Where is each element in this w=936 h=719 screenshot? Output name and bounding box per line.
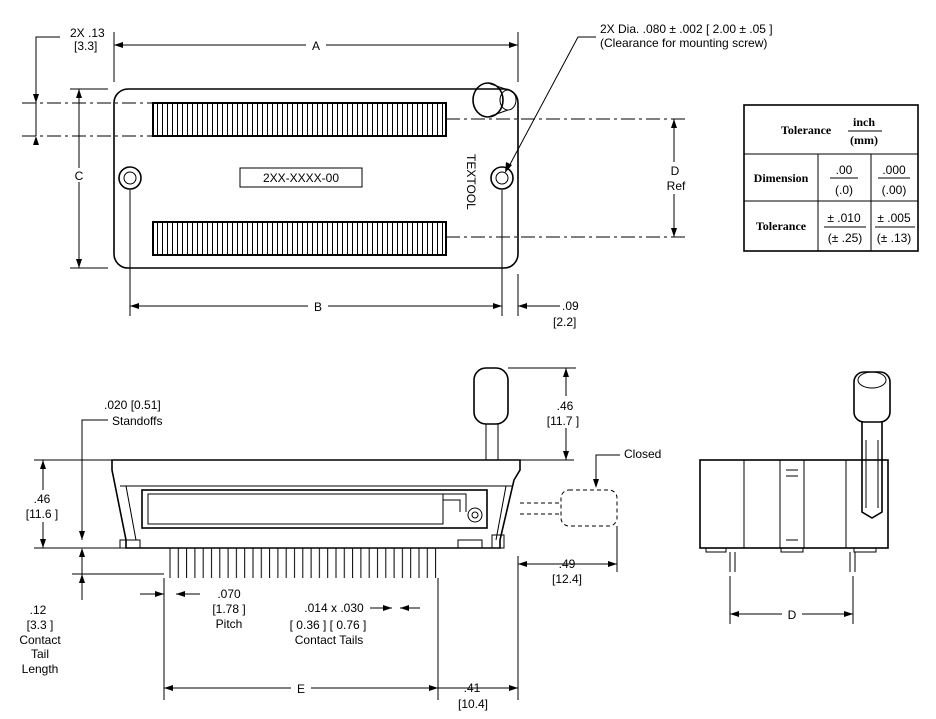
pitch-mm: [1.78 ] [212,602,245,616]
contact-row-top [152,102,447,137]
brand-label: TEXTOOL [464,154,478,210]
closed-offset-inch: .49 [559,557,576,571]
tail-length-label2: Tail [31,647,49,661]
body-height-inch: .46 [34,492,51,506]
tail-length-inch: .12 [30,603,47,617]
table-row2-c2-top: ± .005 [877,211,911,225]
pitch-label: Pitch [216,617,243,631]
side-body-outline [699,459,889,549]
standoff-left [119,539,141,549]
table-row2-label: Tolerance [756,219,807,233]
part-number-box [239,167,363,188]
pitch-inch: .070 [217,587,241,601]
side-view: D [699,371,891,624]
standoff-mid [457,539,483,549]
tail-length-mm: [3.3 ] [27,618,54,632]
table-row1-label: Dimension [754,171,809,185]
table-row2-c2-bottom: (± .13) [877,231,912,245]
contact-tails [164,548,438,578]
tail-size-mm: [ 0.36 ] [ 0.76 ] [290,618,367,632]
right-offset-inch: .09 [562,299,579,313]
top-view: 2XX-XXXX-00 TEXTOOL A 2X .13 [3.3] C B [22,22,773,329]
edge-offset-mm: [3.3] [74,39,97,53]
edge-offset-inch: 2X .13 [70,26,105,40]
contact-row-bottom [152,221,447,256]
closed-offset-mm: [12.4] [552,572,582,586]
dim-c-label: C [75,169,84,183]
contact-cavity [141,489,488,529]
table-row2-c1-top: ± .010 [827,211,861,225]
table-header-label: Tolerance [781,123,832,137]
table-row1-c1-top: .00 [836,163,853,177]
handle-height-inch: .46 [557,399,574,413]
table-unit-bottom: (mm) [850,133,878,147]
front-body-outline [111,459,521,549]
tail-length-label3: Length [22,662,59,676]
standoff-note-line1: .020 [0.51] [104,398,161,412]
part-number: 2XX-XXXX-00 [263,171,339,185]
hole-note-line1: 2X Dia. .080 ± .002 [ 2.00 ± .05 ] [600,22,773,36]
lever-knob [472,82,517,118]
table-row1-c2-bottom: (.00) [882,183,907,197]
table-row2-c1-bottom: (± .25) [828,231,863,245]
hole-note-line2: (Clearance for mounting screw) [600,36,767,50]
dim-d-label: D [671,164,680,178]
right-dim-mm: [10.4] [458,697,488,711]
body-height-mm: [11.6 ] [26,507,58,521]
side-lever-handle [853,371,891,519]
table-row1-c2-top: .000 [882,163,906,177]
side-dim-d-label: D [788,608,797,622]
table-row1-c1-bottom: (.0) [835,183,853,197]
dim-a-label: A [312,39,320,53]
socket-body-outline [113,88,519,269]
front-view: Closed .46 [11.7 ] .46 [11.6 ] .020 [0.5… [19,367,661,711]
dim-e-label: E [297,682,305,696]
right-dim-inch: .41 [464,681,481,695]
dim-d-ref: Ref [667,179,686,193]
handle-height-mm: [11.7 ] [547,414,579,428]
tail-length-label1: Contact [19,633,61,647]
tail-size-label: Contact Tails [295,633,363,647]
tolerance-table: Tolerance inch (mm) Dimension .00 (.0) .… [743,104,919,252]
standoff-right [491,534,505,549]
standoff-note-line2: Standoffs [112,414,162,428]
closed-handle-outline [560,489,618,527]
closed-label: Closed [624,447,661,461]
mounting-hole-left [118,166,142,190]
lever-handle [473,367,509,460]
mounting-hole-right [490,166,514,190]
tail-size-inch: .014 x .030 [304,601,364,615]
right-offset-mm: [2.2] [553,315,576,329]
table-unit-top: inch [853,115,875,129]
dim-b-label: B [314,300,322,314]
